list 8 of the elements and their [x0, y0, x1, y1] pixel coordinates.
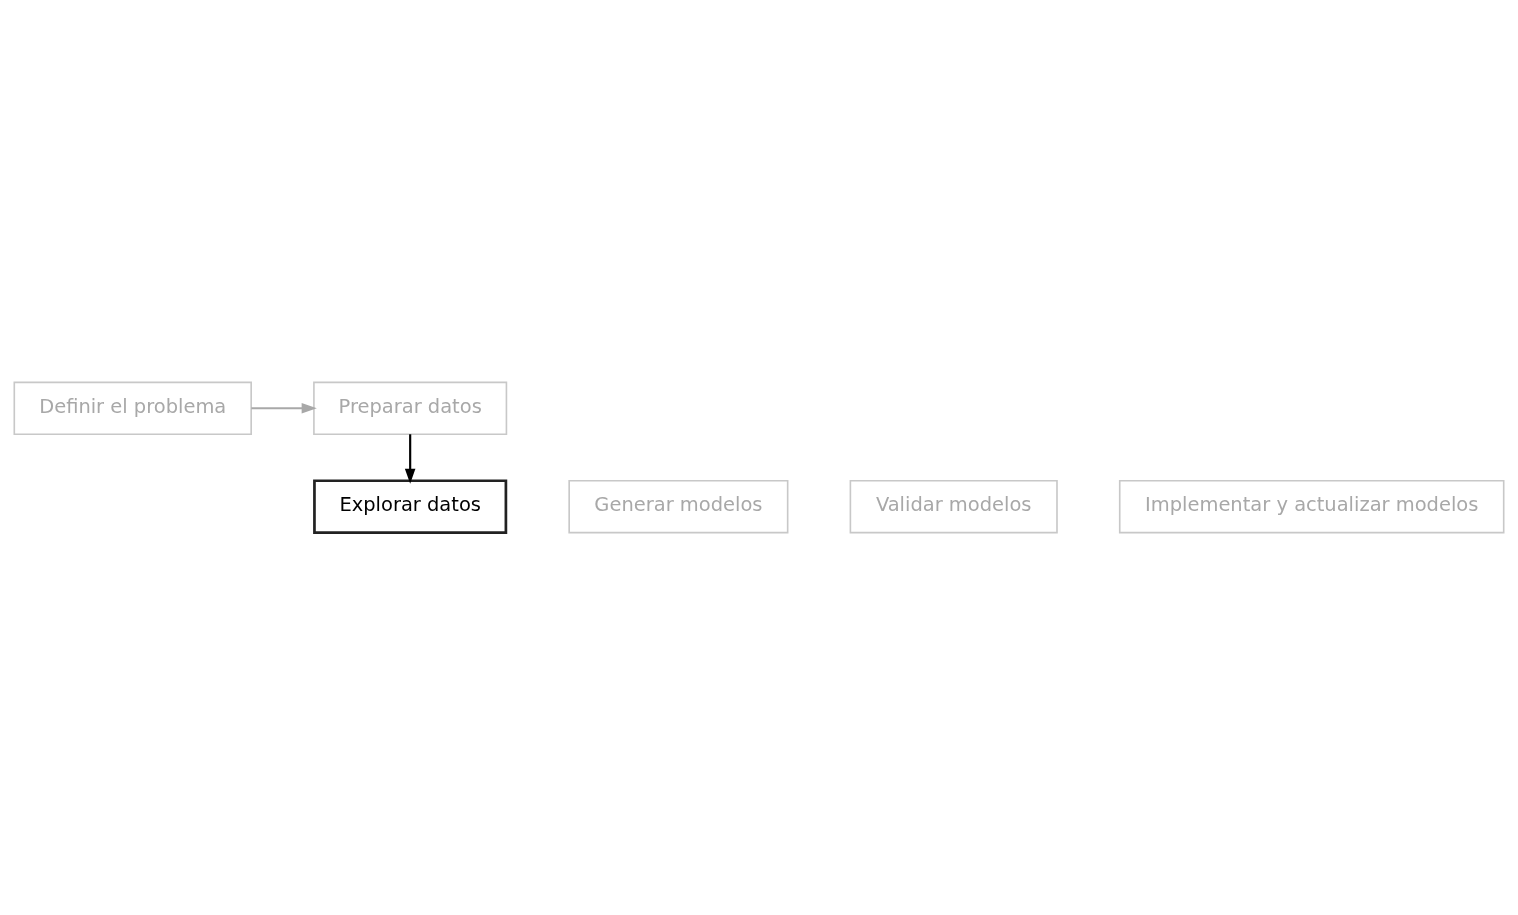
node-box: Validar modelos [849, 479, 1058, 534]
node-box: Definir el problema [13, 381, 252, 436]
arrow [251, 402, 317, 414]
node-box: Implementar y actualizar modelos [1118, 479, 1505, 534]
node-box: Explorar datos [313, 479, 508, 534]
arrow [404, 434, 416, 484]
node-box: Preparar datos [313, 381, 508, 436]
node-box: Generar modelos [568, 479, 789, 534]
